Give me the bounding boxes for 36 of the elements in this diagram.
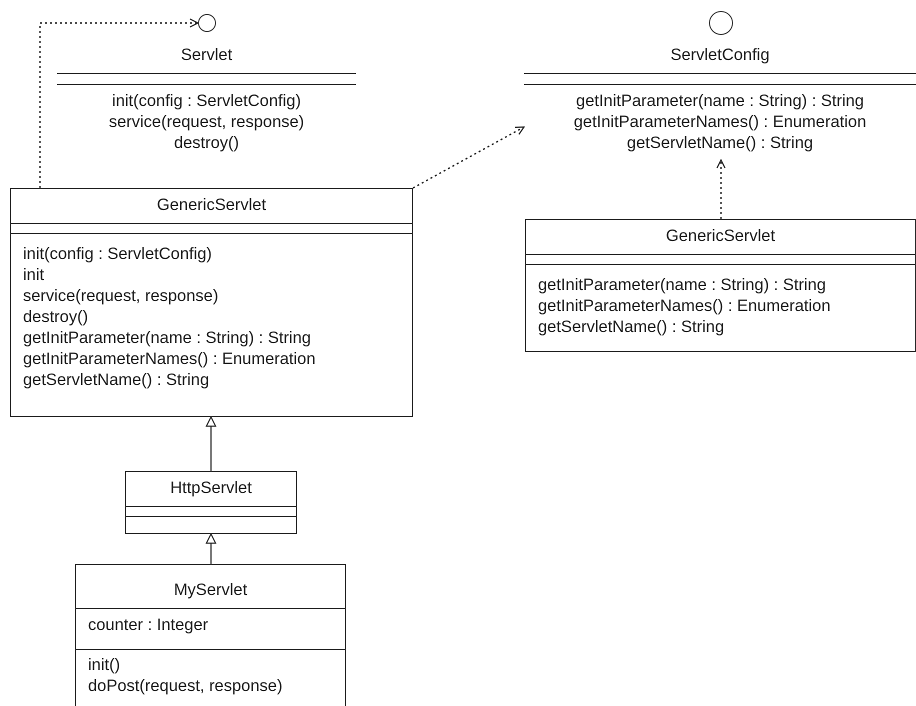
method-text: getServletName() : String [626, 133, 814, 154]
dependency-arrow [716, 159, 726, 219]
method-text: init [23, 265, 46, 286]
method-text: doPost(request, response) [88, 676, 284, 697]
class-name: ServletConfig [669, 45, 771, 66]
method-text: init(config : ServletConfig) [111, 91, 302, 112]
inheritance-arrow [206, 533, 216, 564]
class-name: Servlet [180, 45, 234, 66]
method-text: getInitParameterNames() : Enumeration [572, 112, 868, 133]
dependency-arrow [412, 126, 525, 189]
class-name: GenericServlet [156, 195, 268, 216]
method-text: getInitParameter(name : String) : String [23, 328, 312, 349]
method-text: getServletName() : String [538, 317, 726, 338]
method-text: getInitParameterNames() : Enumeration [23, 349, 317, 370]
method-text: getInitParameterNames() : Enumeration [538, 296, 832, 317]
class-name: MyServlet [172, 580, 248, 601]
method-text: service(request, response) [23, 286, 220, 307]
method-text: getServletName() : String [23, 370, 210, 391]
interface-circle [709, 11, 733, 35]
method-text: getInitParameter(name : String) : String [538, 275, 827, 296]
class-box [10, 188, 413, 417]
class-box [125, 471, 297, 534]
class-name: GenericServlet [664, 226, 776, 247]
class-name: HttpServlet [169, 478, 253, 499]
method-text: getInitParameter(name : String) : String [575, 91, 865, 112]
method-text: destroy() [23, 307, 90, 328]
class-box [75, 564, 346, 706]
method-text: service(request, response) [108, 112, 306, 133]
method-text: init(config : ServletConfig) [23, 244, 213, 265]
inheritance-arrow [206, 416, 216, 471]
attribute-text: counter : Integer [88, 615, 210, 636]
interface-circle [198, 14, 216, 32]
class-box [525, 219, 916, 352]
dependency-arrow [39, 18, 199, 188]
method-text: destroy() [172, 133, 240, 154]
method-text: init() [88, 655, 122, 676]
